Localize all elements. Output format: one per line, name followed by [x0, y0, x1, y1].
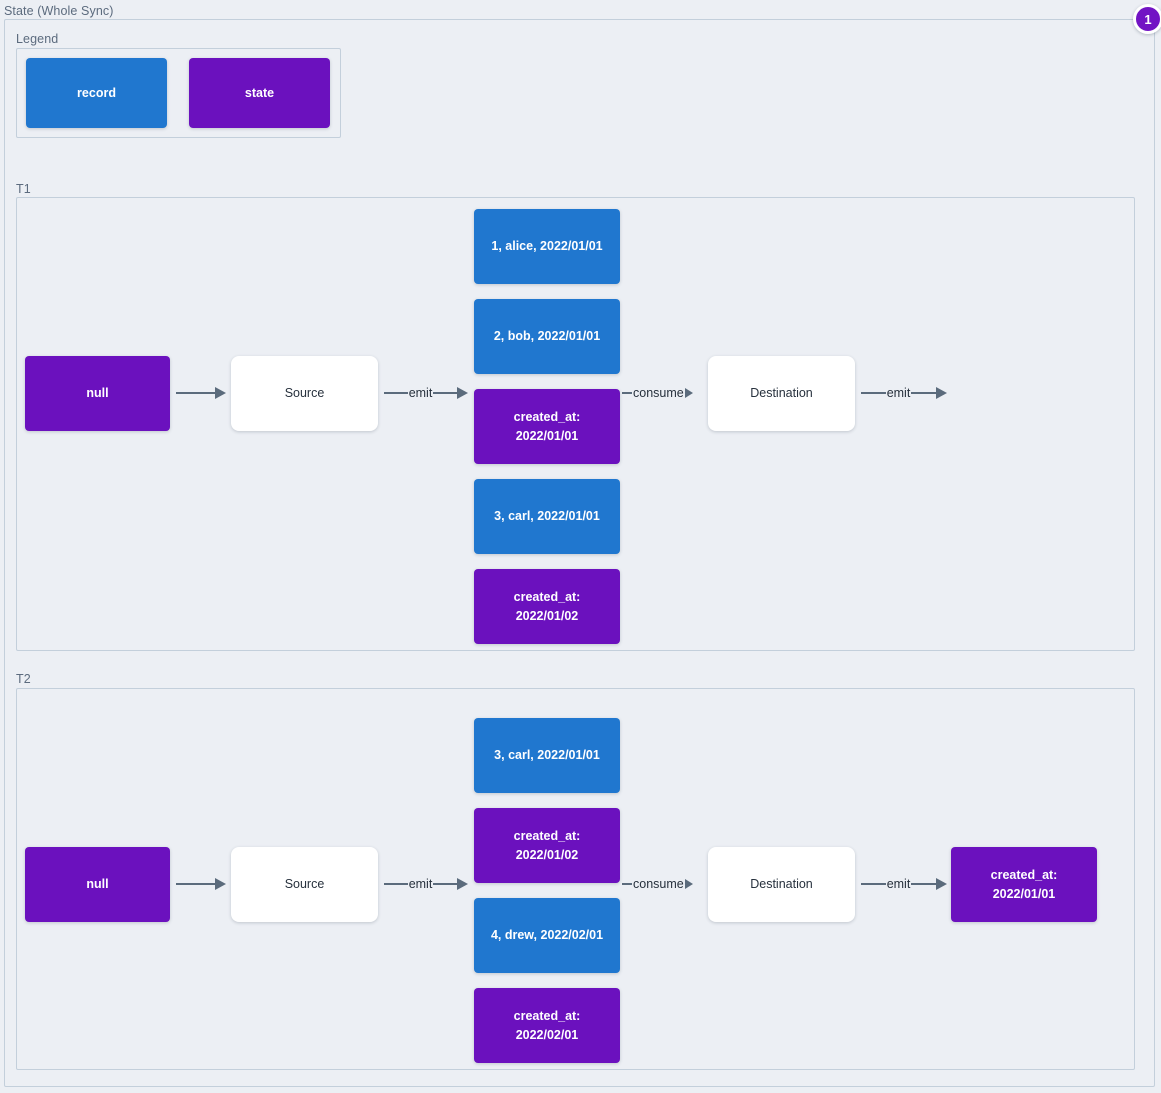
root-frame — [4, 19, 1155, 1087]
t2-initial-state-node[interactable]: null — [25, 847, 170, 922]
status-badge[interactable]: 1 — [1133, 4, 1161, 34]
t1-source-node[interactable]: Source — [231, 356, 378, 431]
t2-stream-item-0[interactable]: 3, carl, 2022/01/01 — [474, 718, 620, 793]
legend-swatch-record: record — [26, 58, 167, 128]
t2-stream-item-3[interactable]: created_at: 2022/02/01 — [474, 988, 620, 1063]
section-label-t1: T1 — [16, 182, 31, 196]
section-label-t2: T2 — [16, 672, 31, 686]
t2-destination-node[interactable]: Destination — [708, 847, 855, 922]
t1-stream-item-1[interactable]: 2, bob, 2022/01/01 — [474, 299, 620, 374]
legend-swatch-state: state — [189, 58, 330, 128]
t2-final-state-node[interactable]: created_at: 2022/01/01 — [951, 847, 1097, 922]
legend-label: Legend — [16, 32, 59, 46]
t2-stream-item-2[interactable]: 4, drew, 2022/02/01 — [474, 898, 620, 973]
t2-source-node[interactable]: Source — [231, 847, 378, 922]
t1-stream-item-3[interactable]: 3, carl, 2022/01/01 — [474, 479, 620, 554]
page-title: State (Whole Sync) — [4, 4, 114, 18]
t1-initial-state-node[interactable]: null — [25, 356, 170, 431]
t2-stream-item-1[interactable]: created_at: 2022/01/02 — [474, 808, 620, 883]
t1-destination-node[interactable]: Destination — [708, 356, 855, 431]
section-frame-t2 — [16, 688, 1135, 1070]
section-frame-t1 — [16, 197, 1135, 651]
t1-stream-item-2[interactable]: created_at: 2022/01/01 — [474, 389, 620, 464]
legend-frame — [16, 48, 341, 138]
t1-stream-item-4[interactable]: created_at: 2022/01/02 — [474, 569, 620, 644]
t1-stream-item-0[interactable]: 1, alice, 2022/01/01 — [474, 209, 620, 284]
